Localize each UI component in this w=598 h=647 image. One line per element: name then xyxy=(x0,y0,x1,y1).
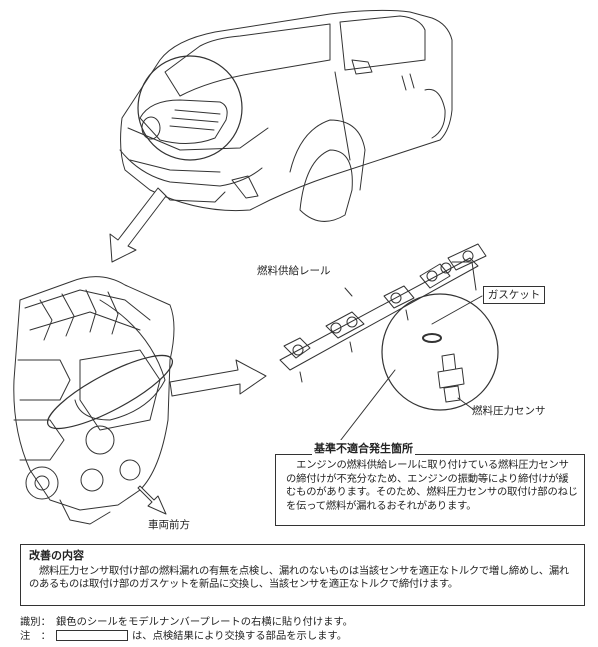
vehicle-front-arrow xyxy=(137,485,167,515)
vehicle-front-label: 車両前方 xyxy=(148,519,190,531)
detail-circle xyxy=(381,293,499,411)
note-key: 注 ： xyxy=(20,629,51,642)
defect-box: エンジンの燃料供給レールに取り付けている燃料圧力センサの締付けが不充分なため、エ… xyxy=(275,454,585,526)
note-legend: 注 ： は、点検結果により交換する部品を示します。 xyxy=(20,629,353,644)
fuel-rail-drawing xyxy=(279,243,487,383)
id-key: 識別： xyxy=(20,616,51,628)
remedy-box: 改善の内容 燃料圧力センサ取付け部の燃料漏れの有無を点検し、漏れのないものは当該… xyxy=(20,544,585,606)
engine-drawing xyxy=(13,276,175,525)
remedy-text: 燃料圧力センサ取付け部の燃料漏れの有無を点検し、漏れのないものは当該センサを適正… xyxy=(29,565,569,590)
defect-text: エンジンの燃料供給レールに取り付けている燃料圧力センサの締付けが不充分なため、エ… xyxy=(286,459,578,512)
note-text: は、点検結果により交換する部品を示します。 xyxy=(132,629,347,642)
remedy-title: 改善の内容 xyxy=(29,549,84,562)
pressure-sensor-icon xyxy=(437,353,465,403)
defect-title: 基準不適合発生箇所 xyxy=(312,440,415,456)
note-identification: 識別： 銀色のシールをモデルナンバープレートの右横に貼り付けます。 xyxy=(20,616,353,630)
arrow-engine-to-rail xyxy=(169,359,267,397)
legend-box xyxy=(56,629,128,641)
gasket-icon xyxy=(422,333,442,343)
minivan-drawing xyxy=(119,9,453,222)
fuel-rail-label: 燃料供給レール xyxy=(257,265,331,277)
id-text: 銀色のシールをモデルナンバープレートの右横に貼り付けます。 xyxy=(56,616,353,628)
notes: 識別： 銀色のシールをモデルナンバープレートの右横に貼り付けます。 注 ： は、… xyxy=(20,616,353,643)
arrow-van-to-engine xyxy=(109,187,167,263)
gasket-label: ガスケット xyxy=(483,286,545,304)
pressure-sensor-label: 燃料圧力センサ xyxy=(472,405,546,417)
